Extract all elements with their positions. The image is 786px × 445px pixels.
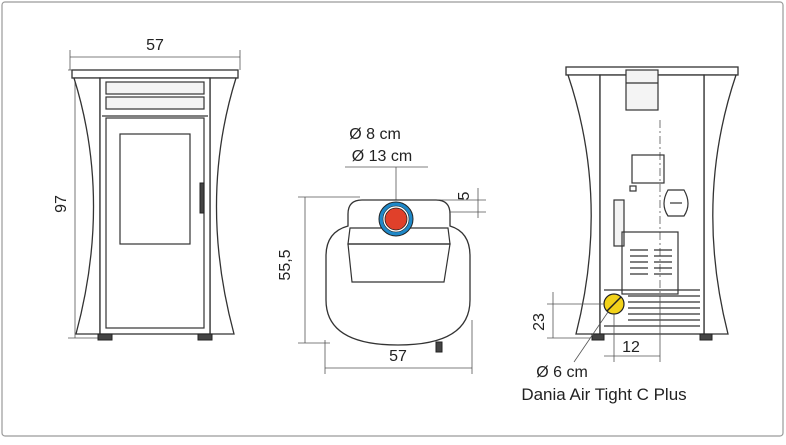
model-name-caption: Dania Air Tight C Plus bbox=[521, 385, 686, 404]
rear-small-port bbox=[629, 185, 637, 192]
front-foot-right bbox=[197, 333, 213, 341]
rear-fan-plate bbox=[631, 154, 665, 184]
rear-right-side-panel bbox=[703, 74, 737, 335]
front-top-plate bbox=[71, 69, 239, 79]
front-view: 57 97 bbox=[53, 37, 241, 341]
pipe-outer-diameter-label: Ø 13 cm bbox=[352, 148, 412, 165]
front-foot-left bbox=[97, 333, 113, 341]
front-glass-window bbox=[119, 133, 191, 245]
rear-control-strip bbox=[613, 199, 625, 247]
rear-foot-left bbox=[591, 333, 605, 341]
top-view: Ø 8 cm Ø 13 cm 55,5 5 57 bbox=[277, 126, 486, 374]
top-plate-recess bbox=[347, 243, 451, 283]
rear-air-intake-mark bbox=[606, 296, 622, 312]
front-door bbox=[105, 117, 205, 329]
flue-pipe-inner bbox=[384, 207, 408, 231]
rear-vent-slots bbox=[604, 249, 700, 327]
air-height-label: 23 bbox=[531, 313, 548, 331]
front-door-handle bbox=[199, 182, 205, 214]
air-diameter-leader bbox=[573, 311, 609, 363]
front-right-side-panel bbox=[209, 77, 237, 335]
front-height-label: 97 bbox=[53, 195, 70, 213]
front-left-side-panel bbox=[73, 77, 101, 335]
rear-left-side-panel bbox=[567, 74, 601, 335]
front-width-label: 57 bbox=[146, 37, 164, 54]
rear-electronics-panel bbox=[621, 231, 679, 295]
air-offset-label: 12 bbox=[622, 339, 640, 356]
front-body bbox=[99, 77, 211, 335]
front-grille-upper bbox=[105, 81, 205, 95]
rear-view: 23 12 Ø 6 cm Dania Air Tight C Plus bbox=[521, 66, 739, 404]
top-depth-label: 55,5 bbox=[277, 249, 294, 280]
top-air-stub bbox=[435, 341, 443, 353]
rear-flue-outlet bbox=[625, 69, 659, 111]
pipe-offset-label: 5 bbox=[456, 191, 473, 200]
pipe-inner-diameter-label: Ø 8 cm bbox=[349, 126, 401, 143]
front-grille-lower bbox=[105, 96, 205, 110]
air-diameter-label: Ø 6 cm bbox=[536, 364, 588, 381]
rear-foot-right bbox=[699, 333, 713, 341]
top-body-outline bbox=[325, 199, 471, 346]
rear-inspection-cover bbox=[663, 189, 689, 217]
top-width-label: 57 bbox=[389, 348, 407, 365]
